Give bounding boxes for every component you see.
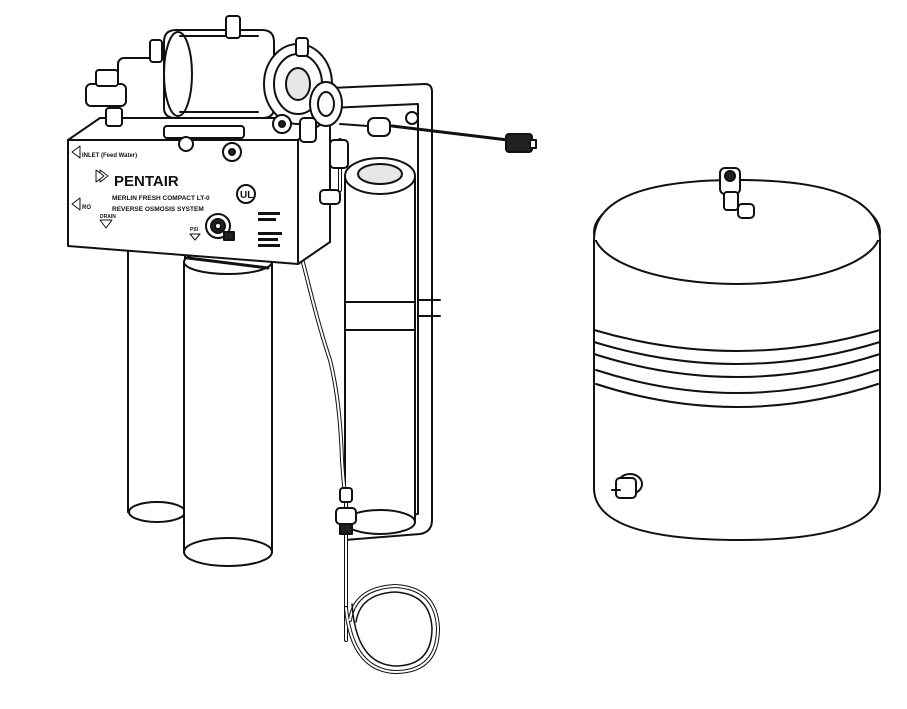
gauge-label: PSI <box>190 227 199 233</box>
tank-port <box>611 473 643 499</box>
manifold-head <box>67 117 331 265</box>
outlet-label: RO <box>82 205 91 211</box>
system-label: REVERSE OSMOSIS SYSTEM <box>112 206 204 213</box>
pressure-gauge-knob <box>205 213 235 241</box>
inlet-fitting <box>85 69 127 127</box>
bracket-keyhole <box>405 111 419 125</box>
brand-label: PENTAIR <box>114 173 179 190</box>
storage-tank <box>593 167 881 541</box>
booster-pump <box>117 15 343 162</box>
model-label: MERLIN FRESH COMPACT LT-0 <box>112 195 210 202</box>
inlet-label: INLET (Feed Water) <box>82 153 137 159</box>
ro-filter-system: INLET (Feed Water) PENTAIR MERLIN FRESH … <box>67 15 537 674</box>
svg-text:UL: UL <box>240 190 253 201</box>
carbon-cartridge <box>183 249 273 567</box>
sediment-cartridge <box>127 229 186 523</box>
tank-valve <box>719 167 755 219</box>
ul-mark-icon: UL <box>236 184 256 204</box>
tube-elbows <box>299 117 349 205</box>
rc-cable <box>339 117 537 153</box>
drain-label: DRAIN <box>100 214 116 220</box>
drain-fittings <box>335 487 357 535</box>
control-panel: INLET (Feed Water) PENTAIR MERLIN FRESH … <box>71 145 282 247</box>
membrane-housing <box>344 157 416 535</box>
